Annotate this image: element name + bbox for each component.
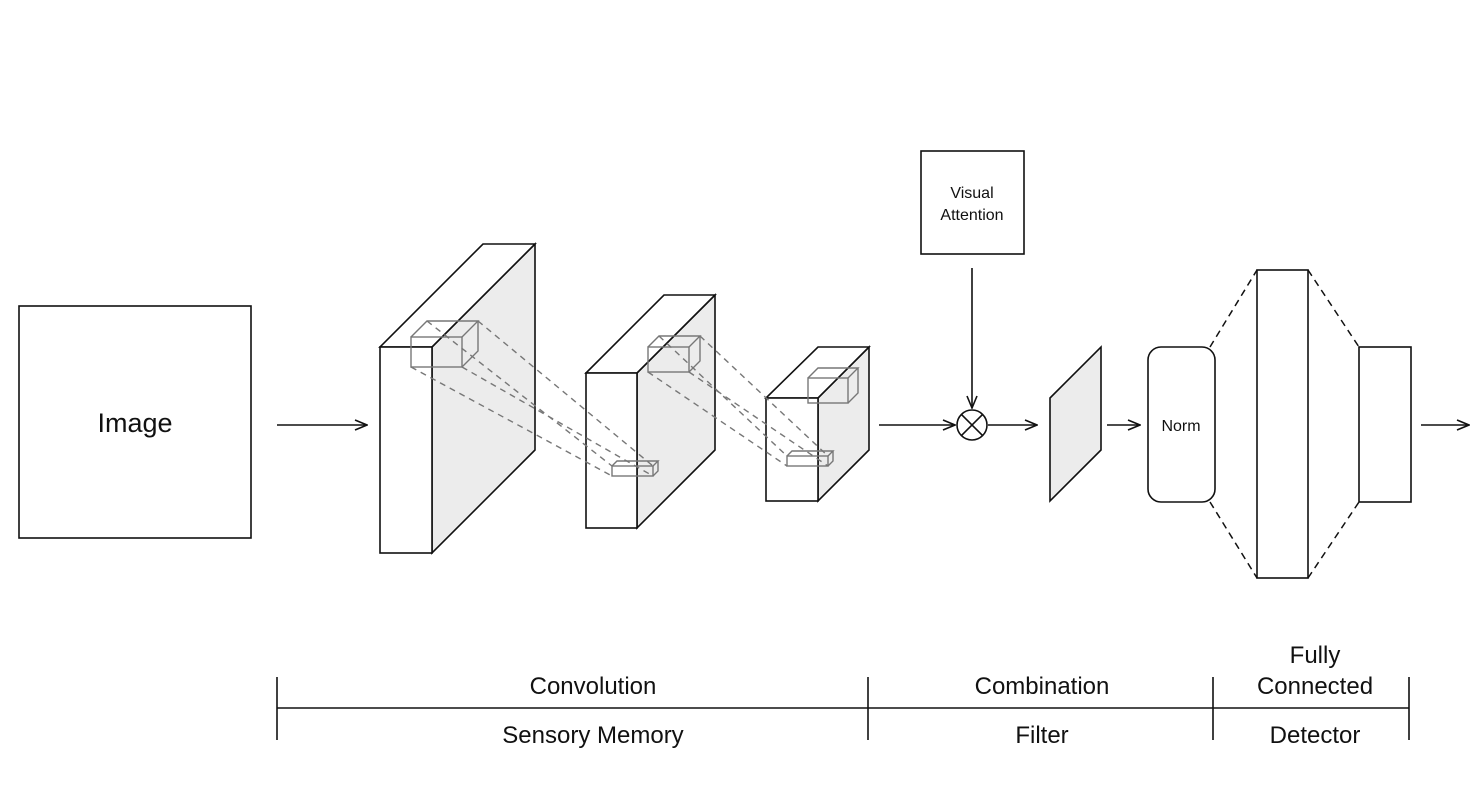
conv-kernel-1 (410, 320, 480, 368)
conv-output-cell-3 (786, 450, 835, 467)
visual-attention-label-2: Attention (940, 207, 1003, 224)
image-label: Image (97, 408, 172, 438)
fc-layer-2 (1358, 346, 1412, 503)
receptive-field-lines-2 (647, 335, 829, 467)
image-node: Image (18, 305, 252, 539)
stage-label-detector: Detector (1270, 722, 1361, 749)
combination-plane (1049, 345, 1102, 503)
multiply-operator-icon (956, 409, 988, 441)
stage-label-fully-connected-2: Connected (1257, 673, 1373, 700)
conv-block-1 (378, 242, 537, 555)
norm-node: Norm (1147, 346, 1216, 503)
norm-label: Norm (1161, 418, 1200, 435)
stage-label-sensory-memory: Sensory Memory (502, 722, 683, 749)
conv-block-3 (764, 345, 871, 503)
stage-brackets (276, 677, 1410, 740)
conv-kernel-3 (807, 367, 860, 404)
conv-block-2 (584, 293, 717, 530)
fc-layer-1 (1256, 269, 1309, 579)
visual-attention-node: Visual Attention (920, 150, 1025, 255)
stage-label-fully-connected-1: Fully (1290, 642, 1341, 669)
visual-attention-label-1: Visual (950, 185, 993, 202)
stage-label-convolution: Convolution (530, 673, 657, 700)
receptive-field-lines-1 (410, 320, 654, 477)
conv-output-cell-2 (611, 460, 660, 477)
stage-label-filter: Filter (1015, 722, 1068, 749)
fc-connectors (1209, 269, 1360, 579)
stage-label-combination: Combination (975, 673, 1110, 700)
